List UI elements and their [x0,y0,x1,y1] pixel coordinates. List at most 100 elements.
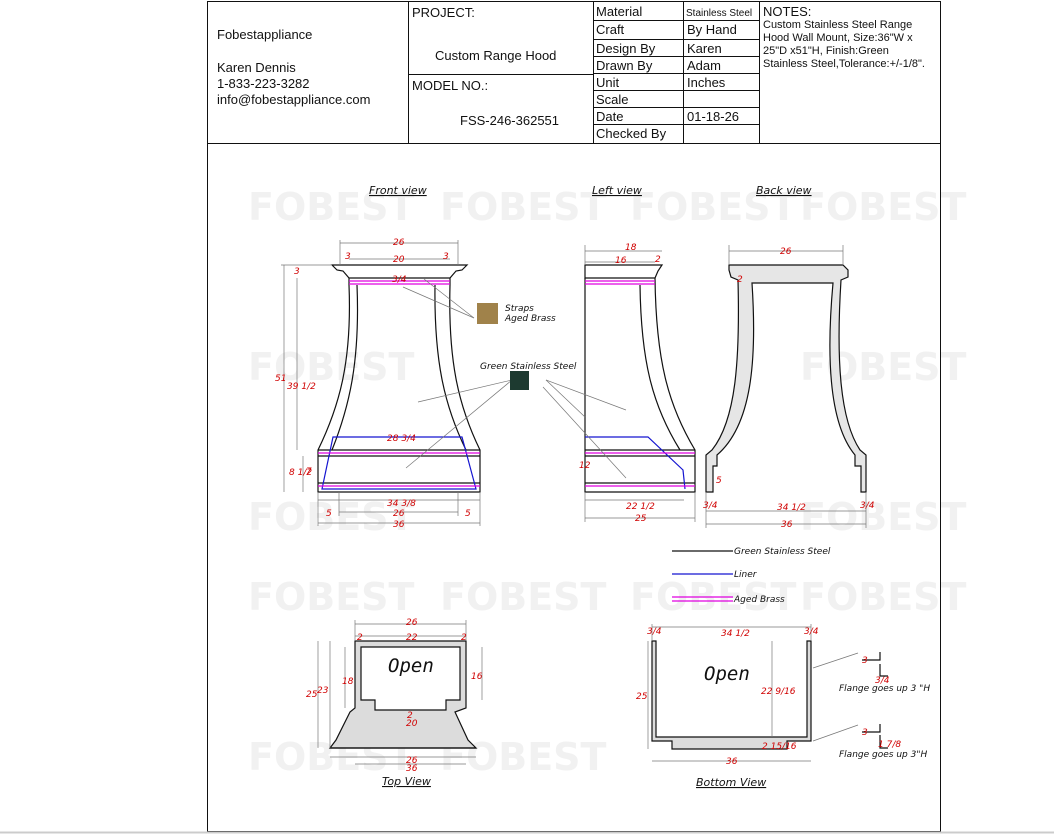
dim-front-inner-top: 20 [393,255,405,265]
watermark: FOBEST [248,575,415,619]
dim-front-band-inner: 7 [306,467,312,477]
spec-value: Inches [687,75,726,90]
dim-top-right-depth: 16 [471,672,483,682]
dim-front-lip-right: 3 [443,252,449,262]
watermark: FOBEST [630,185,797,229]
watermark: FOBEST [800,185,967,229]
watermark: FOBEST [800,495,967,539]
green-stainless-swatch [510,371,529,390]
dim-bottom-inner: 34 1/2 [721,629,750,639]
spec-label: Date [596,109,623,124]
watermark: FOBEST [248,185,415,229]
top-view-drawing [317,620,483,765]
dim-top-center-step: 2 [407,711,413,721]
watermark: FOBEST [440,185,607,229]
project-label: PROJECT: [412,5,475,20]
dim-top-inner: 22 [406,633,418,643]
notes-label: NOTES: [763,4,811,19]
dim-front-side-right: 5 [465,509,471,519]
green-stainless-label: Green Stainless Steel [480,362,577,372]
dim-bottom-inner-depth: 22 9/16 [761,687,796,697]
model-label: MODEL NO.: [412,78,488,93]
dim-top-left-edge: 2 [357,633,363,643]
spec-label: Scale [596,92,629,107]
dim-flange-height-2: 3 [862,728,868,738]
dim-left-lip: 2 [655,255,661,265]
notes-line: Hood Wall Mount, Size:36"W x [763,32,913,44]
watermark-layer: FOBEST FOBEST FOBEST FOBEST FOBEST FOBES… [248,185,967,779]
dim-left-top-depth: 18 [625,243,637,253]
dim-flange-thickness-1: 3/4 [875,676,890,686]
watermark: FOBEST [248,495,415,539]
watermark: FOBEST [440,575,607,619]
notes-line: Stainless Steel,Tolerance:+/-1/8". [763,58,925,70]
spec-label: Design By [596,41,656,56]
front-view-title: Front view [369,184,427,197]
spec-value: Karen [687,41,722,56]
back-view-drawing [705,245,867,528]
dim-back-side: 2 [737,275,743,285]
dim-top-bottom-width-1: 26 [406,756,418,766]
dim-back-top-width: 26 [780,247,792,257]
watermark: FOBEST [248,345,415,389]
spec-table: Material Stainless Steel Craft By Hand D… [596,4,752,141]
legend: Green Stainless Steel Liner Aged Brass [672,547,831,605]
dim-left-inner-top: 16 [615,256,627,266]
open-label-bottom: Open [704,663,750,685]
title-block [208,2,940,144]
dim-flange-height-1: 3 [862,656,868,666]
notes-line: 25"D x51"H, Finish:Green [763,45,889,57]
dim-front-strap-top: 3/4 [392,275,407,285]
spec-value: 01-18-26 [687,109,739,124]
dim-front-height-total: 51 [275,374,286,384]
dim-bottom-lip: 2 15/16 [762,742,797,752]
watermark: FOBEST [800,345,967,389]
spec-label: Checked By [596,126,667,141]
project-name: Custom Range Hood [435,48,556,63]
dim-bottom-width: 36 [726,757,738,767]
contact-email[interactable]: info@fobestappliance.com [217,92,370,107]
straps-label: Straps [505,304,534,314]
company-name: Fobestappliance [217,27,312,42]
left-view-drawing [542,245,696,522]
dim-bottom-edge-left: 3/4 [647,627,662,637]
left-view-title: Left view [592,184,642,197]
dim-top-left-depth: 18 [342,677,354,687]
dim-back-edge-left: 3/4 [703,501,718,511]
spec-label: Craft [596,22,625,37]
dim-front-top-width: 26 [393,238,405,248]
dim-front-bottom-total: 36 [393,520,405,530]
spec-label: Drawn By [596,58,653,73]
dim-bottom-depth: 25 [636,692,648,702]
dim-back-bottom-inner: 34 1/2 [777,503,806,513]
watermark: FOBEST [800,575,967,619]
bottom-view-drawing [647,624,888,762]
dim-back-edge-right: 3/4 [860,501,875,511]
dim-left-bottom-total: 25 [635,514,647,524]
dim-top-depth-inner: 23 [317,686,329,696]
dim-back-bottom-total: 36 [781,520,793,530]
dim-front-band-outer: 8 1/2 [289,468,312,478]
model-number: FSS-246-362551 [460,113,559,128]
notes-line: Custom Stainless Steel Range [763,19,912,31]
dim-top-center: 20 [406,719,418,729]
straps-material-label: Aged Brass [504,314,556,324]
dim-flange-thickness-2: 1 7/8 [878,740,901,750]
flange-note-2: Flange goes up 3"H [839,750,927,760]
bottom-view-title: Bottom View [696,776,766,789]
legend-label: Aged Brass [733,595,785,605]
dim-front-strap-mid: 28 3/4 [387,434,416,444]
aged-brass-swatch [477,303,498,324]
page-border [207,1,941,832]
contact-phone[interactable]: 1-833-223-3282 [217,76,310,91]
dim-left-bottom-inner: 22 1/2 [626,502,655,512]
dim-front-height-body: 39 1/2 [287,382,316,392]
spec-value: Stainless Steel [686,8,752,19]
flange-note-1: Flange goes up 3 "H [839,684,930,694]
dim-top-right-edge: 2 [461,633,467,643]
legend-label: Green Stainless Steel [734,547,831,557]
open-label-top: Open [388,655,434,677]
dim-front-side-left: 5 [326,509,332,519]
dim-front-bottom-inner: 34 3/8 [387,499,416,509]
